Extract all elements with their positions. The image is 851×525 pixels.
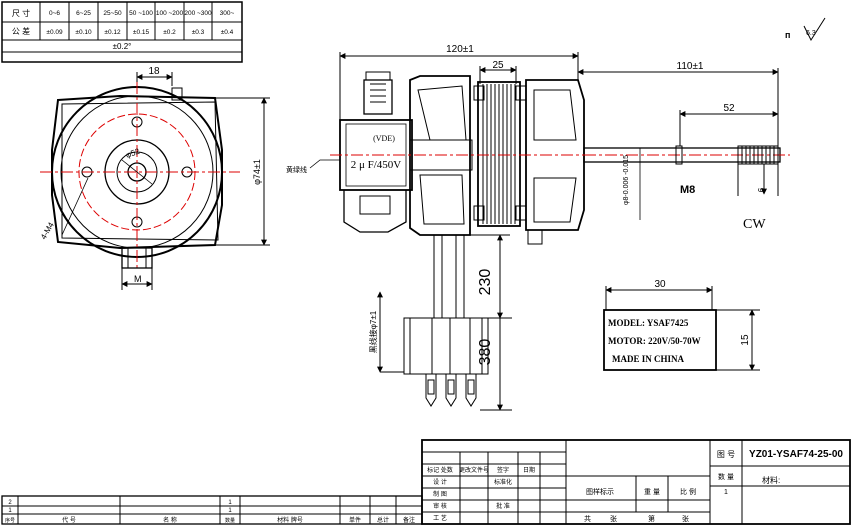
- parts-h-note: 备注: [403, 516, 415, 524]
- title-drawing-no-label: 图 号: [717, 450, 735, 459]
- parts-h-qty: 数量: [225, 517, 235, 524]
- title-qty: 1: [724, 489, 728, 496]
- title-rev-h1: 标记 处数: [427, 466, 453, 474]
- parts-h-code: 代 号: [62, 516, 76, 524]
- dim-4m4: 4-M4: [39, 220, 56, 241]
- tol-range-cell: 0~6: [49, 10, 60, 17]
- title-std: 标准化: [494, 478, 512, 486]
- title-sheet-total: 共: [584, 514, 591, 523]
- tol-value-cell: ±0.10: [75, 29, 92, 36]
- parts-h-total: 总计: [377, 516, 389, 524]
- title-approve: 批 准: [496, 502, 510, 510]
- title-qty-label: 数 量: [718, 472, 734, 481]
- tol-range-cell: 300~: [220, 10, 235, 17]
- tol-range-cell: 6~25: [76, 10, 91, 17]
- tol-row2-label: 公 差: [12, 26, 30, 36]
- parts-h-seq: 序号: [5, 517, 15, 524]
- roughness-value: 6.3: [806, 30, 816, 37]
- parts-h-name: 名 称: [163, 516, 177, 524]
- tol-range-cell: 100 ~200: [156, 10, 184, 17]
- title-rev-h3: 签字: [497, 466, 509, 474]
- nameplate-made: MADE IN CHINA: [612, 354, 685, 364]
- tol-value-cell: ±0.2: [163, 29, 176, 36]
- dim-120: 120±1: [446, 44, 474, 55]
- tol-range-cell: 50 ~100: [129, 10, 153, 17]
- tol-values: ±0.09 ±0.10 ±0.12 ±0.15 ±0.2 ±0.3 ±0.4: [46, 29, 233, 36]
- title-rev-h4: 日期: [523, 466, 535, 474]
- title-material-label: 材料:: [762, 475, 780, 485]
- roughness-sym: ᴨ: [785, 30, 790, 40]
- tol-value-cell: ±0.4: [221, 29, 234, 36]
- cap-leader: 黄绿线: [286, 165, 307, 174]
- title-weight-label: 重 量: [644, 488, 660, 496]
- tol-value-cell: ±0.09: [46, 29, 63, 36]
- parts-h-mat: 材料 牌号: [277, 516, 303, 524]
- side-view: 120±1 25 110±1 52 (VDE) 2 μ F/450V 黄绿线: [286, 44, 790, 411]
- dim-74: φ74±1: [252, 159, 262, 185]
- title-drawing-no: YZ01-YSAF74-25-00: [749, 449, 843, 460]
- roughness-mark: ᴨ 6.3: [785, 17, 826, 42]
- dim-18: 18: [148, 66, 160, 77]
- title-design: 设 计: [433, 478, 447, 486]
- nameplate: 30 MODEL: YSAF7425 MOTOR: 220V/50-70W MA…: [603, 279, 760, 371]
- dim-25: 25: [492, 60, 504, 71]
- stator-laminations: [482, 84, 516, 224]
- title-scale-label: 比 例: [680, 487, 696, 496]
- nameplate-model: MODEL: YSAF7425: [608, 318, 689, 328]
- parts-h-unit: 单件: [349, 516, 361, 524]
- tol-range-cell: 25~50: [103, 10, 122, 17]
- dim-52: 52: [723, 103, 735, 114]
- dim-m8: M8: [680, 184, 695, 196]
- nameplate-motor: MOTOR: 220V/50-70W: [608, 336, 701, 346]
- title-mark-label: 图样标示: [586, 487, 614, 496]
- tol-row1-label: 尺 寸: [12, 8, 30, 18]
- parts-row1: 1: [8, 508, 12, 514]
- tol-value-cell: ±0.12: [104, 29, 121, 36]
- tol-value-cell: ±0.15: [133, 29, 150, 36]
- dim-phi52: φ52: [125, 146, 142, 159]
- parts-row1b: 1: [228, 508, 232, 514]
- tol-value-cell: ±0.3: [192, 29, 205, 36]
- tol-range-cell: 200 ~300: [184, 10, 212, 17]
- dim-m: M: [134, 274, 142, 284]
- dim-6: 6: [757, 187, 766, 192]
- title-check: 审 核: [433, 502, 447, 510]
- cap-model: (VDE): [373, 134, 395, 143]
- title-draw: 制 图: [433, 490, 447, 498]
- dim-110: 110±1: [677, 61, 704, 72]
- dim-30: 30: [654, 279, 666, 290]
- parts-row2b: 1: [228, 500, 232, 506]
- title-craft: 工 艺: [433, 514, 447, 522]
- title-sheet: 张: [610, 514, 617, 523]
- front-view: 18 φ74±1 φ52 4-M4 M: [39, 66, 270, 290]
- rotation-label: CW: [743, 217, 766, 232]
- tol-angle: ±0.2°: [113, 42, 132, 51]
- dim-15: 15: [740, 334, 751, 346]
- title-sheet-no: 第: [648, 514, 655, 523]
- dim-230: 230: [477, 269, 494, 296]
- title-block: 图 号 YZ01-YSAF74-25-00 数 量 1 材料: 图样标示 重 量…: [421, 439, 851, 525]
- lead-label: 黑线接φ7±1: [368, 310, 378, 353]
- parts-row2: 2: [8, 500, 12, 506]
- title-sheet2: 张: [682, 514, 689, 523]
- dim-380: 380: [477, 339, 494, 366]
- cap-value: 2 μ F/450V: [351, 159, 402, 171]
- parts-list: 2 1 1 1 序号 代 号 名 称 数量 材料 牌号 单件 总计 备注: [1, 495, 423, 525]
- dim-shaft: φ8-0.006 -0.015: [623, 155, 630, 205]
- title-rev-h2: 更改文件号: [459, 466, 489, 474]
